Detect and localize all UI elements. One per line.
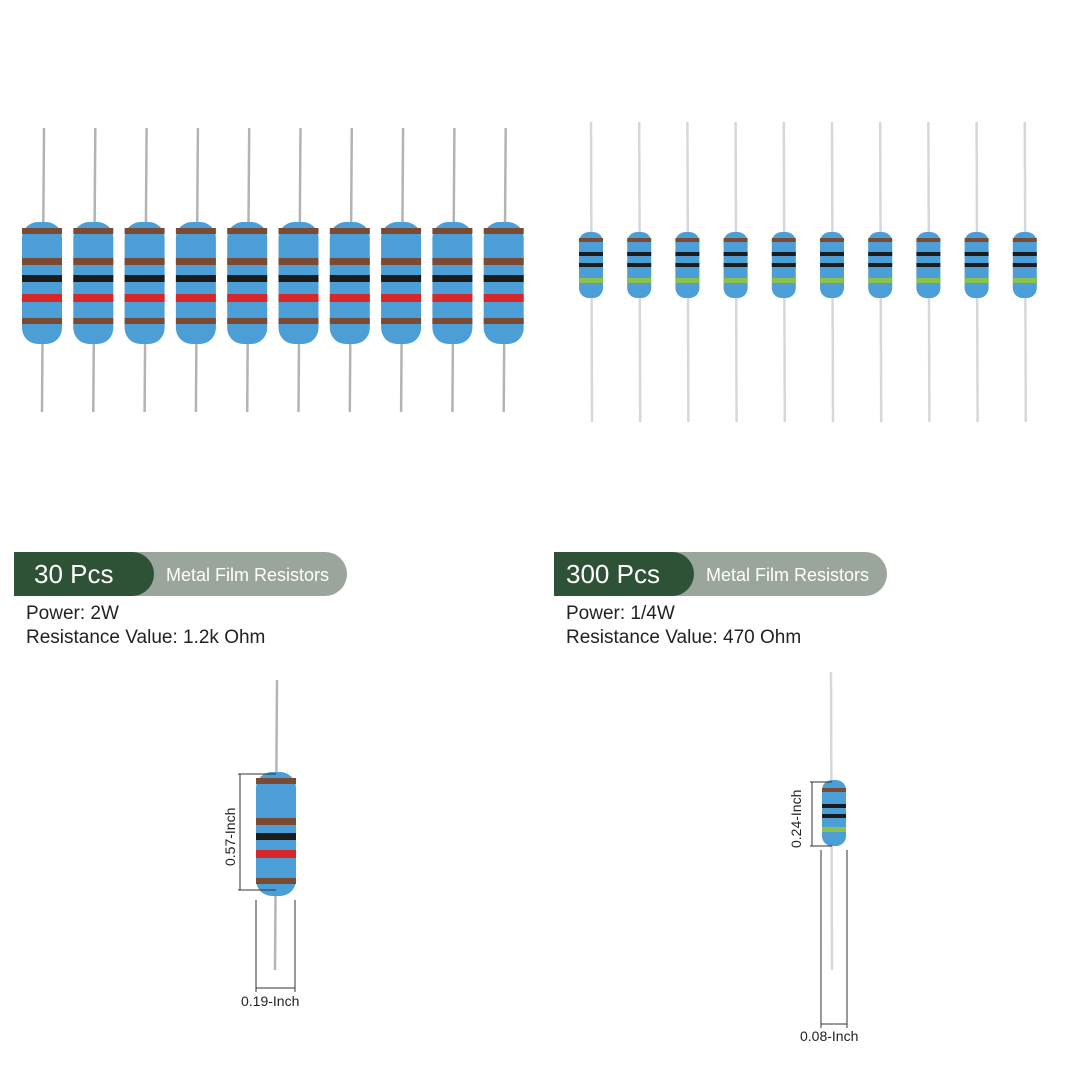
- resistor-2w: [22, 127, 62, 413]
- diameter-dimension-label: 0.19-Inch: [241, 993, 300, 1009]
- product-panel-quarter-watt: 300 Pcs Metal Film Resistors Power: 1/4W…: [540, 0, 1080, 1080]
- resistor-quarter-watt: [675, 121, 700, 423]
- resistor-2w: [278, 127, 319, 413]
- quantity-badge-quarter-watt: 300 Pcs Metal Film Resistors: [554, 552, 887, 596]
- resistor-quarter-watt: [771, 121, 796, 423]
- resistance-spec: Resistance Value: 1.2k Ohm: [26, 627, 266, 648]
- diameter-dimension-label: 0.08-Inch: [800, 1028, 859, 1044]
- power-spec: Power: 2W: [26, 603, 119, 624]
- resistor-2w: [381, 127, 422, 413]
- resistor-quarter-watt: [723, 121, 748, 423]
- resistor-quarter-watt: [820, 121, 844, 423]
- resistor-2w: [483, 127, 524, 413]
- resistor-2w: [175, 127, 216, 413]
- resistor-2w: [432, 127, 473, 413]
- product-type-label: Metal Film Resistors: [166, 565, 330, 585]
- quantity-count: 300 Pcs: [554, 552, 694, 596]
- resistor-group-2w-photo: [22, 127, 524, 413]
- resistor-quarter-watt: [916, 121, 941, 423]
- power-spec: Power: 1/4W: [566, 603, 675, 624]
- resistor-quarter-watt: [964, 121, 989, 423]
- single-resistor-quarter-watt-dimensions: [810, 671, 848, 1028]
- resistor-quarter-watt: [579, 121, 603, 423]
- resistor-2w: [124, 127, 165, 413]
- single-resistor-2w-dimensions: [238, 679, 296, 992]
- length-dimension-label: 0.24-Inch: [788, 789, 804, 848]
- length-dimension-label: 0.57-Inch: [222, 807, 238, 866]
- resistance-spec: Resistance Value: 470 Ohm: [566, 627, 802, 648]
- resistor-group-quarter-watt-photo: [579, 121, 1037, 423]
- product-panel-2w: 30 Pcs Metal Film Resistors Power: 2W Re…: [14, 127, 524, 1009]
- resistor-quarter-watt: [1012, 121, 1037, 423]
- quantity-badge-2w: 30 Pcs Metal Film Resistors: [14, 552, 347, 596]
- quantity-count: 30 Pcs: [14, 552, 154, 596]
- resistor-2w: [73, 127, 114, 413]
- resistor-2w: [329, 127, 370, 413]
- resistor-2w: [227, 127, 268, 413]
- product-type-label: Metal Film Resistors: [706, 565, 870, 585]
- resistor-quarter-watt: [868, 121, 893, 423]
- resistor-quarter-watt: [627, 121, 652, 423]
